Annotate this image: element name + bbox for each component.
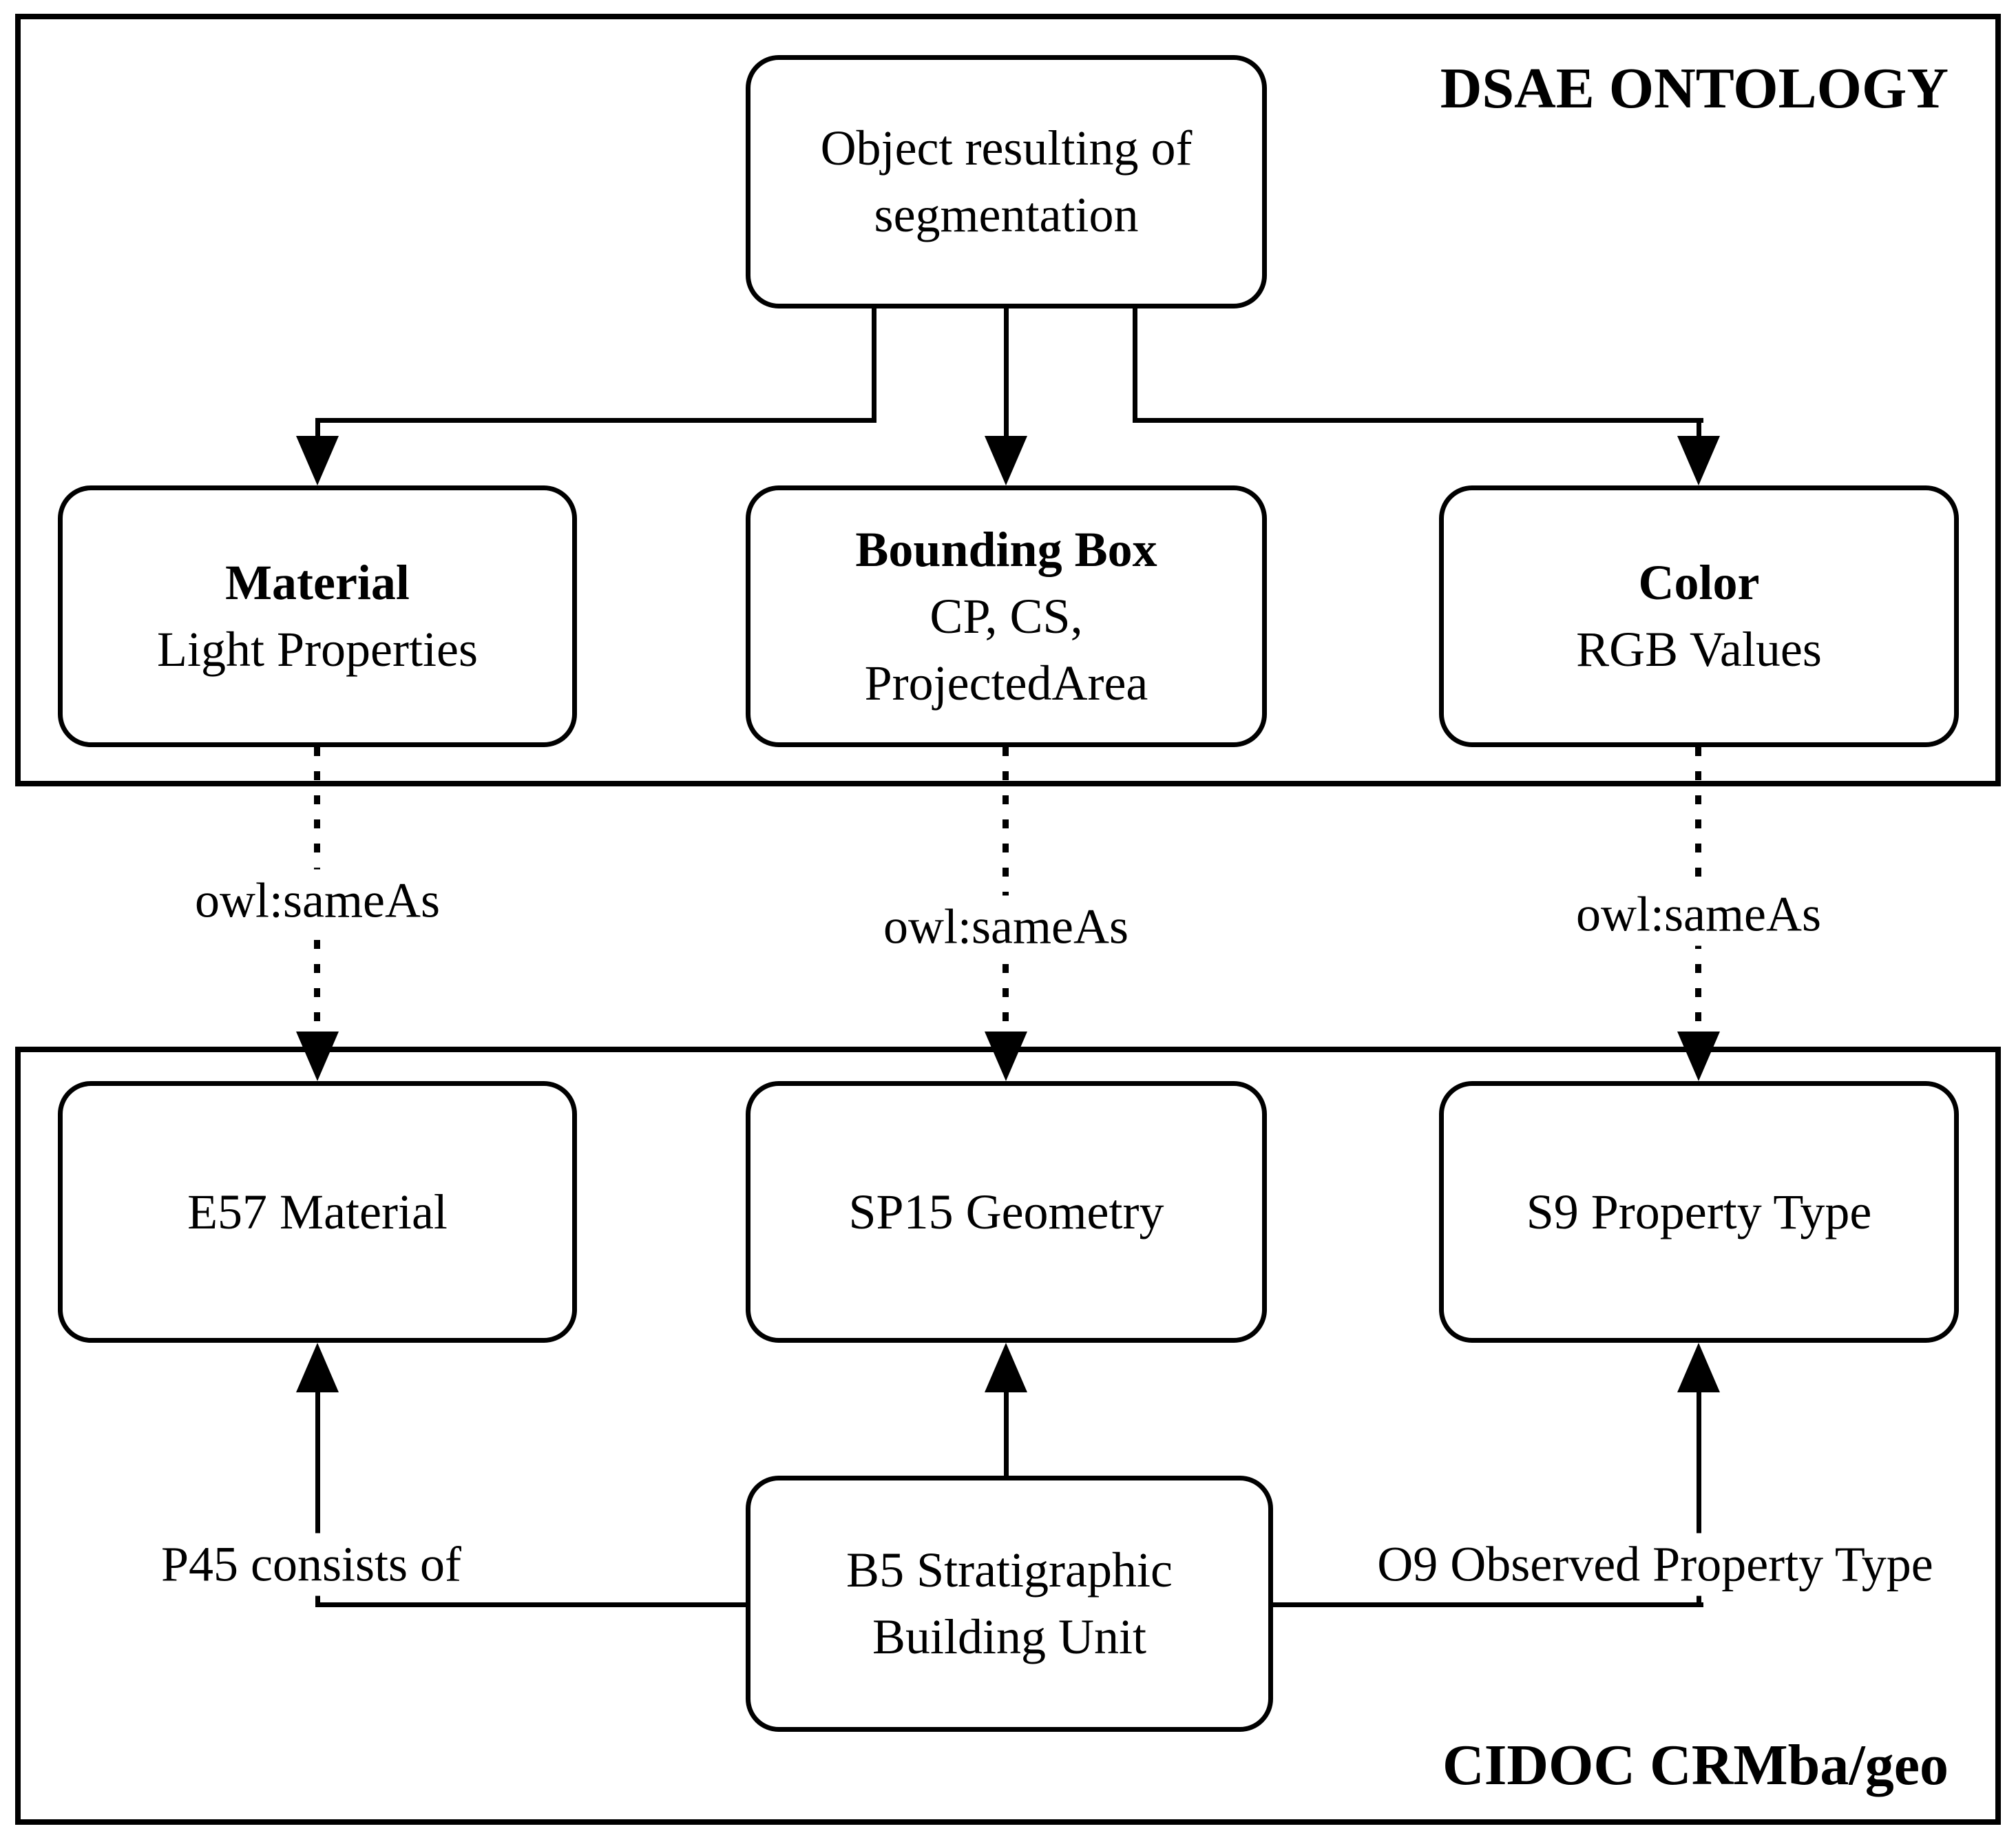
connector-object-left-stub: [872, 308, 876, 423]
sp15-geometry-box: SP15 Geometry: [746, 1081, 1267, 1343]
object-box-line1: Object resulting of: [820, 121, 1193, 176]
b5-stratigraphic-box: B5 Stratigraphic Building Unit: [746, 1476, 1273, 1732]
connector-left-horizontal: [315, 418, 876, 423]
material-box: Material Light Properties: [58, 485, 577, 747]
s9-property-type-box: S9 Property Type: [1439, 1081, 1959, 1343]
sp15-geometry-label: SP15 Geometry: [848, 1184, 1164, 1239]
owl-sameas-label-material: owl:sameAs: [182, 869, 452, 932]
connector-b5-right-horizontal: [1271, 1602, 1703, 1607]
s9-property-type-label: S9 Property Type: [1526, 1184, 1872, 1239]
arrowhead-to-color: [1677, 436, 1720, 485]
bounding-box-box: Bounding Box CP, CS, ProjectedArea: [746, 485, 1267, 747]
connector-b5-sp15: [1004, 1388, 1009, 1476]
connector-material-drop: [315, 418, 320, 441]
arrowhead-to-e57: [296, 1032, 339, 1081]
cidoc-crm-title: CIDOC CRMba/geo: [1442, 1733, 1949, 1797]
bounding-box-line3: ProjectedArea: [864, 655, 1148, 711]
e57-material-label: E57 Material: [187, 1184, 448, 1239]
arrowhead-to-material: [296, 436, 339, 485]
color-box-subtitle: RGB Values: [1576, 622, 1822, 677]
owl-sameas-label-color: owl:sameAs: [1564, 883, 1834, 946]
object-segmentation-box: Object resulting of segmentation: [746, 55, 1267, 308]
arrowhead-up-s9: [1677, 1343, 1720, 1392]
arrowhead-to-sp15: [985, 1032, 1027, 1081]
arrowhead-up-e57: [296, 1343, 339, 1392]
arrowhead-to-bounding-box: [985, 436, 1027, 485]
owl-sameas-label-bounding: owl:sameAs: [871, 895, 1141, 959]
o9-observed-property-type-label: O9 Observed Property Type: [1365, 1533, 1946, 1596]
connector-b5-left-horizontal: [315, 1602, 750, 1607]
bounding-box-line2: CP, CS,: [930, 588, 1083, 644]
e57-material-box: E57 Material: [58, 1081, 577, 1343]
connector-object-right-stub: [1133, 308, 1137, 423]
connector-s9-rise: [1697, 1388, 1701, 1607]
bounding-box-title: Bounding Box: [855, 521, 1157, 577]
material-box-title: Material: [225, 555, 410, 610]
color-box: Color RGB Values: [1439, 485, 1959, 747]
arrowhead-to-s9: [1677, 1032, 1720, 1081]
b5-box-line2: Building Unit: [872, 1609, 1147, 1664]
connector-right-horizontal: [1133, 418, 1703, 423]
arrowhead-up-sp15: [985, 1343, 1027, 1392]
color-box-title: Color: [1638, 555, 1760, 610]
connector-color-drop: [1697, 418, 1701, 441]
connector-e57-rise: [315, 1388, 320, 1607]
material-box-subtitle: Light Properties: [157, 622, 478, 677]
dotted-line-bounding-sp15: [1002, 747, 1009, 1036]
p45-consists-of-label: P45 consists of: [148, 1533, 474, 1596]
object-box-line2: segmentation: [874, 187, 1139, 242]
connector-bounding-drop: [1004, 308, 1009, 441]
b5-box-line1: B5 Stratigraphic: [846, 1542, 1173, 1598]
dsae-ontology-title: DSAE ONTOLOGY: [1440, 56, 1949, 121]
